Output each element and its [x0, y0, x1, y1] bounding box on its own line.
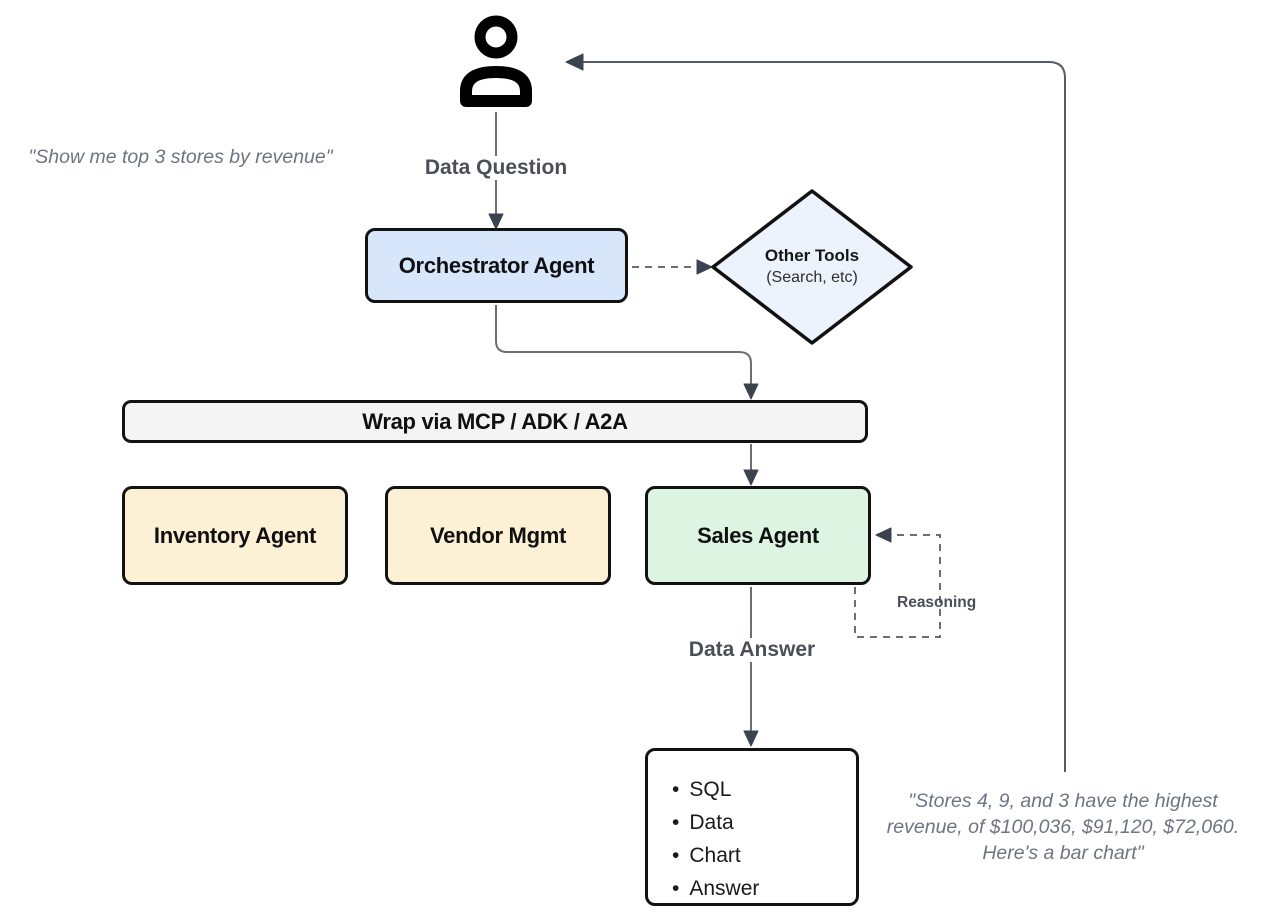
output-bullet-list: SQL Data Chart Answer	[672, 773, 846, 905]
inventory-agent-node: Inventory Agent	[122, 486, 348, 585]
output-bullet-chart: Chart	[672, 839, 846, 872]
agent-quote-line-2: revenue, of $100,036, $91,120, $72,060.	[886, 816, 1240, 838]
reasoning-label: Reasoning	[897, 594, 977, 611]
user-node	[447, 12, 543, 112]
agent-quote-line-3: Here's a bar chart"	[982, 842, 1144, 864]
orchestrator-agent-label: Orchestrator Agent	[398, 252, 595, 278]
diamond-polygon	[711, 189, 913, 345]
connector-feedback-to-user	[575, 61, 1066, 772]
other-tools-subtitle: (Search, etc)	[766, 269, 858, 286]
sales-agent-label: Sales Agent	[697, 522, 819, 548]
connector-orchestrator-to-wrap	[495, 305, 752, 390]
agent-quote: "Stores 4, 9, and 3 have the highest rev…	[865, 788, 1261, 866]
person-icon	[460, 15, 532, 107]
user-quote: "Show me top 3 stores by revenue"	[28, 146, 333, 168]
wrap-mcp-adk-a2a-bar: Wrap via MCP / ADK / A2A	[122, 400, 868, 443]
arrowhead-reasoning-loop	[875, 527, 892, 543]
connector-reasoning-loop	[854, 534, 941, 638]
orchestrator-agent-node: Orchestrator Agent	[365, 228, 628, 303]
other-tools-text: Other Tools (Search, etc)	[710, 188, 914, 346]
arrowhead-wrap-to-sales	[743, 469, 759, 486]
output-bullet-sql: SQL	[672, 773, 846, 806]
wrap-bar-label: Wrap via MCP / ADK / A2A	[362, 408, 628, 434]
edge-label-data-answer: Data Answer	[670, 638, 834, 662]
output-node: SQL Data Chart Answer	[645, 748, 859, 906]
arrowhead-other-tools	[696, 259, 713, 275]
other-tools-title: Other Tools	[764, 246, 860, 265]
output-bullet-answer: Answer	[672, 872, 846, 905]
diamond-shape	[711, 189, 913, 345]
edge-label-data-question: Data Question	[412, 156, 580, 180]
vendor-mgmt-node: Vendor Mgmt	[385, 486, 611, 585]
agent-quote-line-1: "Stores 4, 9, and 3 have the highest	[908, 790, 1218, 812]
other-tools-node: Other Tools (Search, etc)	[710, 188, 914, 346]
output-bullet-data: Data	[672, 806, 846, 839]
arrowhead-data-answer	[743, 730, 759, 747]
sales-agent-node: Sales Agent	[645, 486, 871, 585]
inventory-agent-label: Inventory Agent	[153, 522, 317, 548]
arrowhead-orchestrator-to-wrap	[743, 383, 759, 400]
vendor-mgmt-label: Vendor Mgmt	[429, 522, 567, 548]
arrowhead-data-question	[488, 213, 504, 230]
arrowhead-feedback-to-user	[565, 53, 584, 71]
